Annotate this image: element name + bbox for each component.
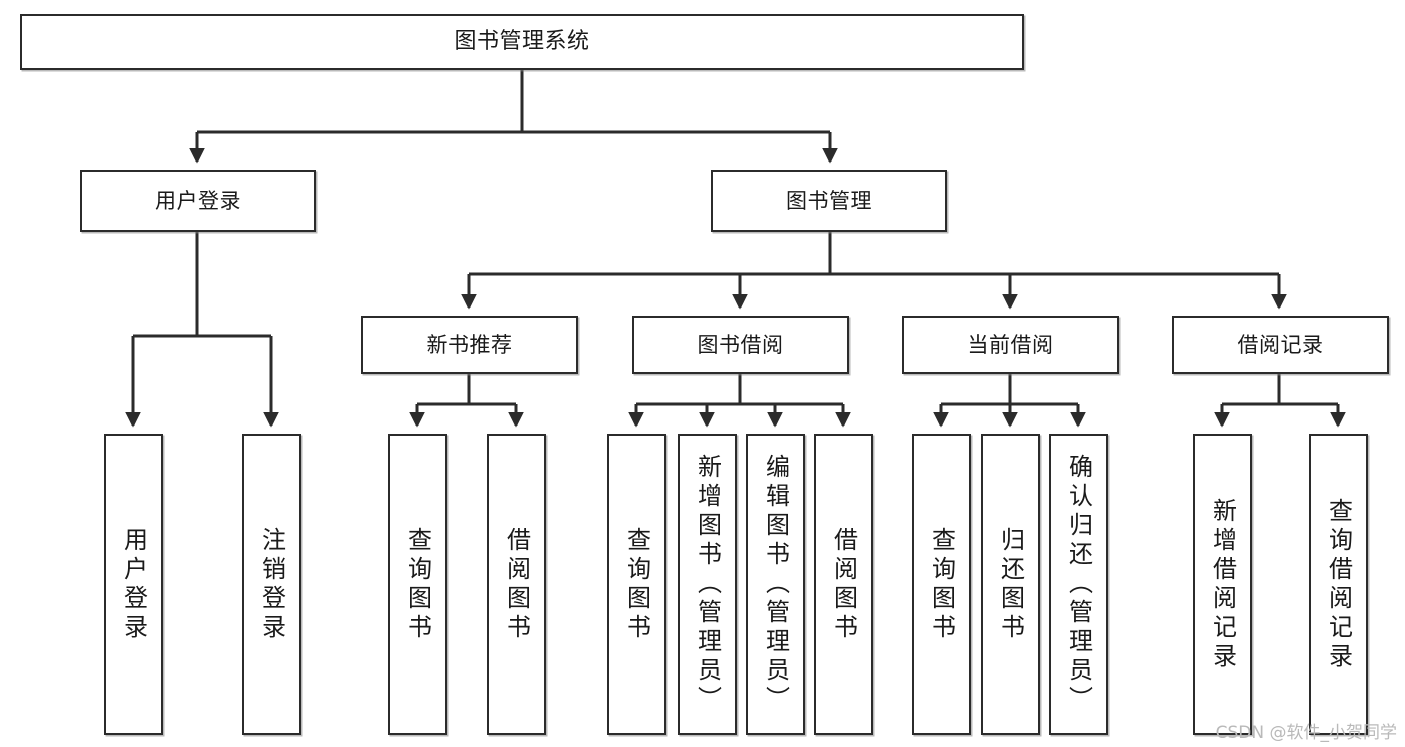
node-book-manage[interactable]: 图书管理 bbox=[711, 170, 947, 232]
node-leaf-query-book-2-label: 查询图书 bbox=[622, 526, 651, 643]
node-current-borrow[interactable]: 当前借阅 bbox=[902, 316, 1119, 374]
node-leaf-edit-book[interactable]: 编辑图书（管理员） bbox=[746, 434, 805, 735]
node-leaf-return-book-label: 归还图书 bbox=[996, 526, 1025, 643]
watermark: CSDN @软件_小贺同学 bbox=[1215, 723, 1397, 743]
node-current-borrow-label: 当前借阅 bbox=[967, 332, 1054, 357]
node-user-login[interactable]: 用户登录 bbox=[80, 170, 316, 232]
node-leaf-return-book[interactable]: 归还图书 bbox=[981, 434, 1040, 735]
node-leaf-add-book-label: 新增图书（管理员） bbox=[693, 454, 722, 715]
node-root[interactable]: 图书管理系统 bbox=[20, 14, 1024, 70]
node-leaf-logout-login-label: 注销登录 bbox=[257, 526, 286, 643]
node-leaf-query-record-label: 查询借阅记录 bbox=[1324, 497, 1353, 672]
node-leaf-query-book-2[interactable]: 查询图书 bbox=[607, 434, 666, 735]
node-leaf-add-book[interactable]: 新增图书（管理员） bbox=[678, 434, 737, 735]
node-leaf-user-login-label: 用户登录 bbox=[119, 526, 148, 643]
node-leaf-query-book-1-label: 查询图书 bbox=[403, 526, 432, 643]
node-borrow-record-label: 借阅记录 bbox=[1237, 332, 1324, 357]
node-borrow-record[interactable]: 借阅记录 bbox=[1172, 316, 1389, 374]
node-new-book-recommend[interactable]: 新书推荐 bbox=[361, 316, 578, 374]
node-leaf-query-book-1[interactable]: 查询图书 bbox=[388, 434, 447, 735]
node-root-label: 图书管理系统 bbox=[454, 29, 590, 55]
node-leaf-logout-login[interactable]: 注销登录 bbox=[242, 434, 301, 735]
node-leaf-borrow-book-2-label: 借阅图书 bbox=[829, 526, 858, 643]
node-book-borrow[interactable]: 图书借阅 bbox=[632, 316, 849, 374]
node-leaf-confirm-return-label: 确认归还（管理员） bbox=[1064, 454, 1093, 715]
node-new-book-recommend-label: 新书推荐 bbox=[426, 332, 513, 357]
node-user-login-label: 用户登录 bbox=[155, 188, 241, 213]
node-leaf-borrow-book-1[interactable]: 借阅图书 bbox=[487, 434, 546, 735]
node-leaf-confirm-return[interactable]: 确认归还（管理员） bbox=[1049, 434, 1108, 735]
node-leaf-edit-book-label: 编辑图书（管理员） bbox=[761, 454, 790, 715]
node-leaf-add-record-label: 新增借阅记录 bbox=[1208, 497, 1237, 672]
node-leaf-user-login[interactable]: 用户登录 bbox=[104, 434, 163, 735]
node-leaf-borrow-book-1-label: 借阅图书 bbox=[502, 526, 531, 643]
node-leaf-borrow-book-2[interactable]: 借阅图书 bbox=[814, 434, 873, 735]
node-leaf-query-book-3-label: 查询图书 bbox=[927, 526, 956, 643]
node-leaf-query-book-3[interactable]: 查询图书 bbox=[912, 434, 971, 735]
node-leaf-query-record[interactable]: 查询借阅记录 bbox=[1309, 434, 1368, 735]
node-book-manage-label: 图书管理 bbox=[786, 188, 872, 213]
node-book-borrow-label: 图书借阅 bbox=[697, 332, 784, 357]
node-leaf-add-record[interactable]: 新增借阅记录 bbox=[1193, 434, 1252, 735]
